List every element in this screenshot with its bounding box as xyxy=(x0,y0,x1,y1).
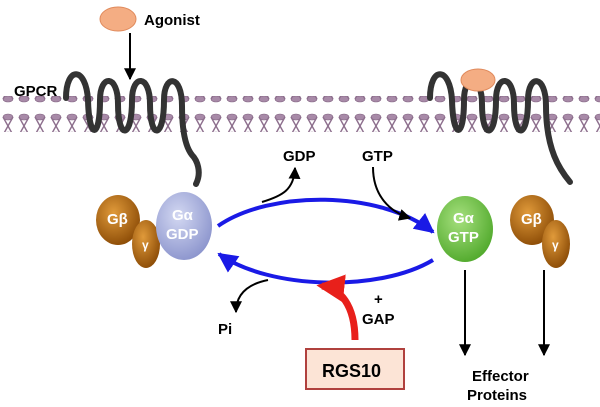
gdp-label: GDP xyxy=(283,148,316,165)
g-gamma-label-right: γ xyxy=(552,238,559,252)
pi-release-arrow xyxy=(230,279,269,314)
rgs10-label: RGS10 xyxy=(322,361,381,381)
g-gamma-label-left: γ xyxy=(142,238,149,252)
gpcr-receptor-left xyxy=(63,71,202,187)
effector-label-line2: Proteins xyxy=(467,387,527,404)
gdp-release-arrow xyxy=(261,166,301,203)
g-alpha-gdp-subunit xyxy=(156,192,212,260)
hydrolysis-arrow xyxy=(217,252,435,285)
rgs10-gap-arrow xyxy=(316,274,359,341)
g-alpha-gtp-subunit xyxy=(437,196,493,262)
agonist-bound xyxy=(460,68,496,92)
g-beta-subunit-left xyxy=(96,195,140,245)
gpcr-receptor-right xyxy=(427,71,573,185)
gap-label: GAP xyxy=(362,311,395,328)
g-gamma-subunit-left xyxy=(132,220,160,268)
g-alpha-label-right: Gα xyxy=(453,210,475,227)
activation-arrow xyxy=(216,197,435,234)
g-beta-subunit-right xyxy=(510,195,554,245)
rgs10-box xyxy=(305,348,405,390)
g-beta-label-right: Gβ xyxy=(521,211,542,228)
pi-label: Pi xyxy=(218,321,232,338)
agonist-ligand xyxy=(99,6,137,32)
effector-label-line1: Effector xyxy=(472,368,529,385)
g-alpha-state-right: GTP xyxy=(448,229,479,246)
g-gamma-subunit-right xyxy=(542,220,570,268)
g-alpha-state-left: GDP xyxy=(166,226,199,243)
gap-plus: + xyxy=(374,291,383,308)
g-beta-label-left: Gβ xyxy=(107,211,128,228)
gtp-label: GTP xyxy=(362,148,393,165)
agonist-label: Agonist xyxy=(144,12,200,29)
gtp-binding-arrow xyxy=(372,166,412,221)
gpcr-label: GPCR xyxy=(14,83,58,100)
g-alpha-label-left: Gα xyxy=(172,207,194,224)
